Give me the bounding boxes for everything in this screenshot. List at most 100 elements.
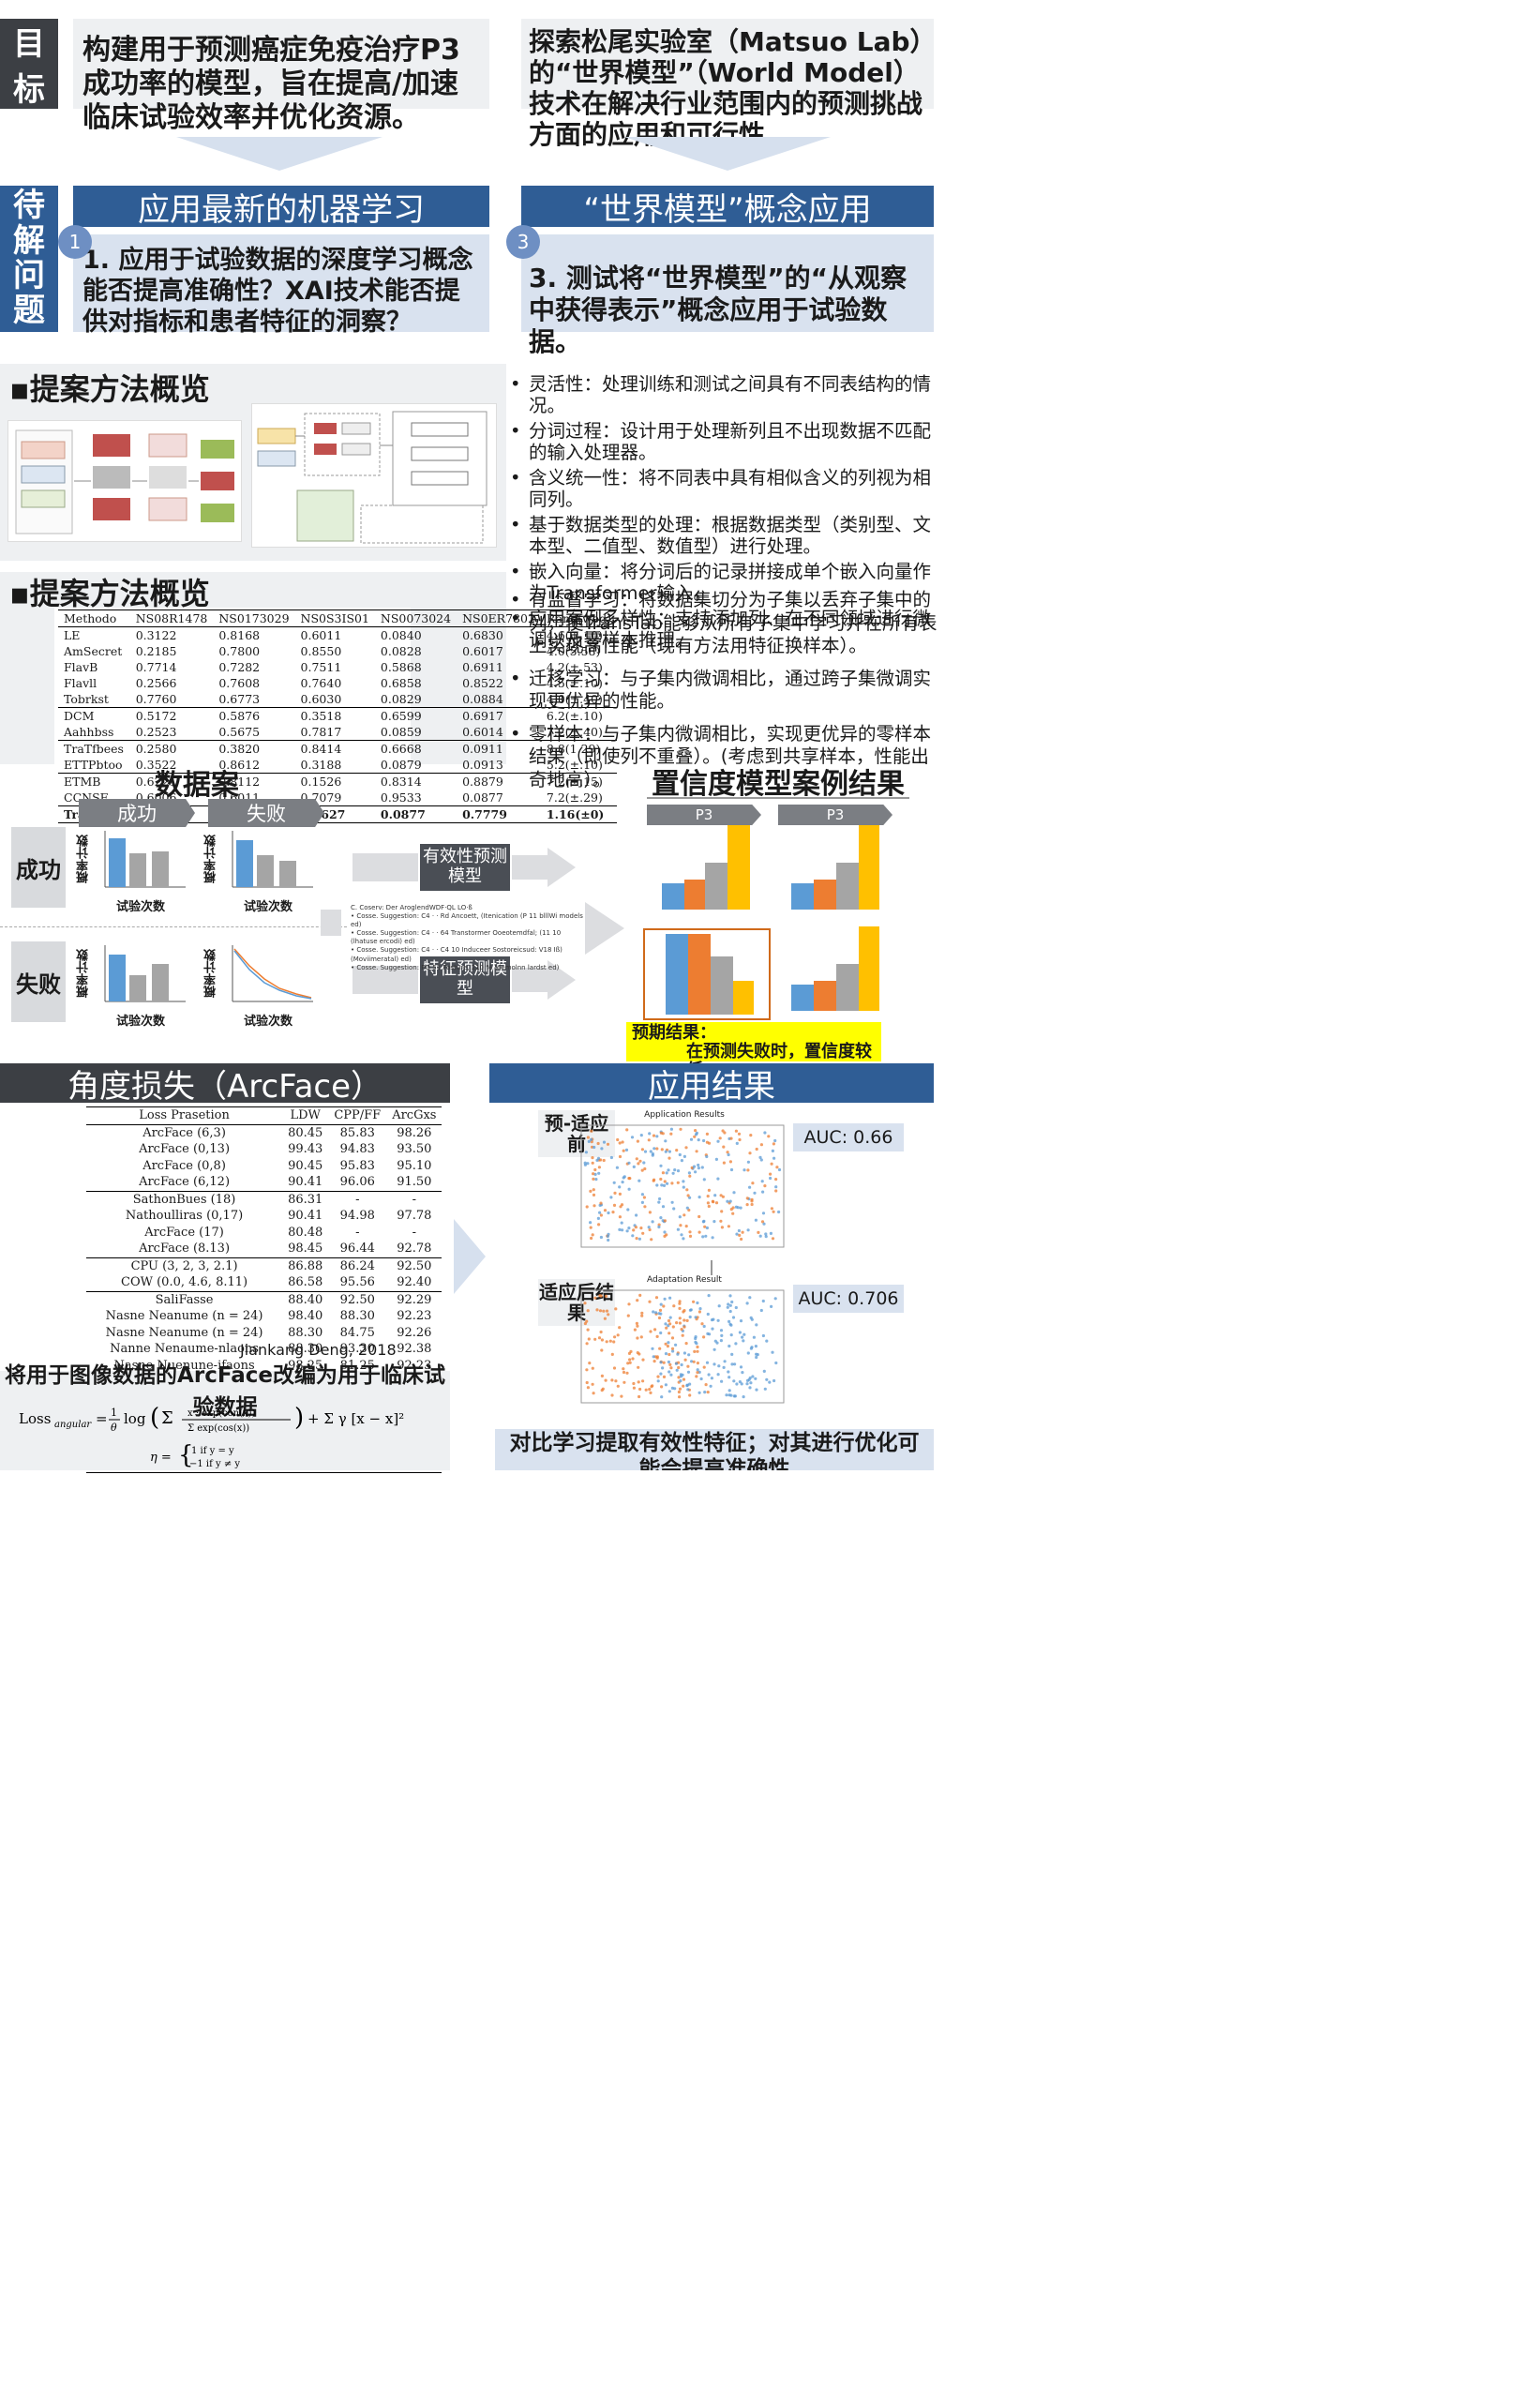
goal-right-text: 探索松尾实验室（Matsuo Lab）的“世界模型”（World Model）技…: [521, 19, 934, 150]
scatter-point: [639, 1227, 643, 1230]
chart-success-fail: 概率计数 试验次数: [202, 827, 315, 914]
scatter-point: [745, 1302, 749, 1305]
results-title: 应用结果: [489, 1063, 934, 1106]
issues-right-text: 3. 测试将“世界模型”的“从观察中获得表示”概念应用于试验数据。: [521, 234, 934, 357]
table-cell: 95.83: [339, 1158, 375, 1173]
table-cell: TraTfbees: [64, 742, 124, 756]
scatter-point: [625, 1128, 629, 1132]
table-cell: 94.98: [339, 1209, 375, 1223]
scatter-point: [610, 1352, 614, 1356]
scatter-point: [631, 1234, 635, 1238]
scatter-point: [770, 1304, 773, 1308]
scatter-point: [706, 1391, 710, 1394]
scatter-point: [676, 1352, 680, 1356]
bar: [129, 975, 146, 1001]
table-cell: 0.8112: [218, 775, 261, 789]
table-header-cell: NS08R1478: [129, 610, 214, 627]
scatter-point: [770, 1207, 773, 1211]
issues-label: 待解问题: [0, 186, 58, 332]
tokenizer-diagram: [15, 429, 234, 534]
table-cell: 0.3522: [129, 757, 214, 774]
scatter-point: [688, 1315, 692, 1319]
confidence-title: 置信度模型案例结果: [647, 765, 909, 801]
table-header-cell: ArcGxs: [386, 1106, 442, 1125]
scatter-point: [636, 1139, 639, 1143]
confidence-chart-3: [666, 934, 754, 1015]
table-cell: 7.2(±.29): [540, 790, 617, 806]
table-cell: 88.30: [288, 1325, 323, 1340]
scatter-point: [694, 1316, 698, 1319]
table-cell: 92.23: [397, 1309, 432, 1323]
chart-fail-fail: 概率计数 试验次数: [202, 941, 315, 1029]
scatter-point: [710, 1377, 713, 1380]
scatter-point: [605, 1340, 608, 1344]
table-cell: 0.7779: [457, 805, 541, 823]
row-divider: [0, 926, 347, 927]
table-cell: CPU (3, 2, 3, 2.1): [130, 1258, 238, 1273]
scatter-point: [596, 1216, 600, 1220]
table-cell: 0.8550: [300, 644, 342, 658]
plot-title: Application Results: [644, 1110, 725, 1120]
scatter-point: [661, 1171, 665, 1175]
scatter-point: [692, 1360, 696, 1363]
scatter-point: [631, 1357, 635, 1361]
scatter-point: [711, 1236, 714, 1240]
scatter-point: [671, 1325, 675, 1329]
scatter-point: [714, 1201, 719, 1205]
scatter-point: [722, 1365, 726, 1369]
scatter-point: [746, 1351, 750, 1355]
bar: [711, 956, 733, 1015]
scatter-point: [675, 1149, 679, 1152]
scatter-point: [664, 1383, 668, 1387]
scatter-point: [754, 1345, 758, 1348]
table-cell: LE: [64, 628, 81, 642]
bar: [662, 883, 684, 910]
scatter-point: [672, 1304, 676, 1308]
table-cell: 80.48: [288, 1225, 323, 1240]
scatter-point: [616, 1333, 620, 1337]
scatter-point: [667, 1318, 671, 1323]
table-cell: 0.2580: [135, 742, 177, 756]
scatter-point: [696, 1345, 699, 1349]
scatter-point: [771, 1149, 774, 1152]
scatter-point: [698, 1214, 701, 1219]
scatter-point: [721, 1195, 725, 1198]
scatter-point: [653, 1328, 657, 1332]
scatter-point: [635, 1157, 638, 1161]
scatter-point: [678, 1306, 682, 1310]
scatter-point: [627, 1177, 631, 1181]
flow-bar: [512, 968, 549, 992]
chart-success-success: 概率计数 试验次数: [75, 827, 188, 914]
xlabel: 试验次数: [244, 1015, 293, 1029]
scatter-point: [685, 1318, 689, 1322]
bar: [152, 964, 169, 1001]
scatter-point: [692, 1300, 696, 1303]
bar: [814, 981, 836, 1011]
scatter-point: [663, 1230, 667, 1234]
row-success-label: 成功: [11, 827, 66, 908]
table-cell: 92.26: [397, 1325, 432, 1340]
scatter-point: [612, 1366, 617, 1370]
table-cell: 86.31: [288, 1192, 323, 1207]
scatter-point: [648, 1227, 652, 1232]
flow-bar: [352, 853, 418, 881]
scatter-point: [669, 1366, 673, 1370]
table-cell: 92.40: [386, 1274, 442, 1292]
data-case-title: 数据案: [155, 769, 239, 802]
scatter-point: [585, 1319, 589, 1323]
scatter-point: [717, 1304, 721, 1308]
table-cell: 98.45: [282, 1241, 329, 1258]
scatter-point: [706, 1312, 710, 1317]
svg-text:θ: θ: [111, 1422, 117, 1434]
table-cell: 92.50: [397, 1258, 432, 1273]
scatter-point: [657, 1312, 661, 1316]
table-cell: 92.29: [397, 1292, 432, 1307]
scatter-point: [706, 1201, 710, 1205]
scatter-point: [637, 1365, 640, 1369]
scatter-point: [705, 1226, 709, 1230]
